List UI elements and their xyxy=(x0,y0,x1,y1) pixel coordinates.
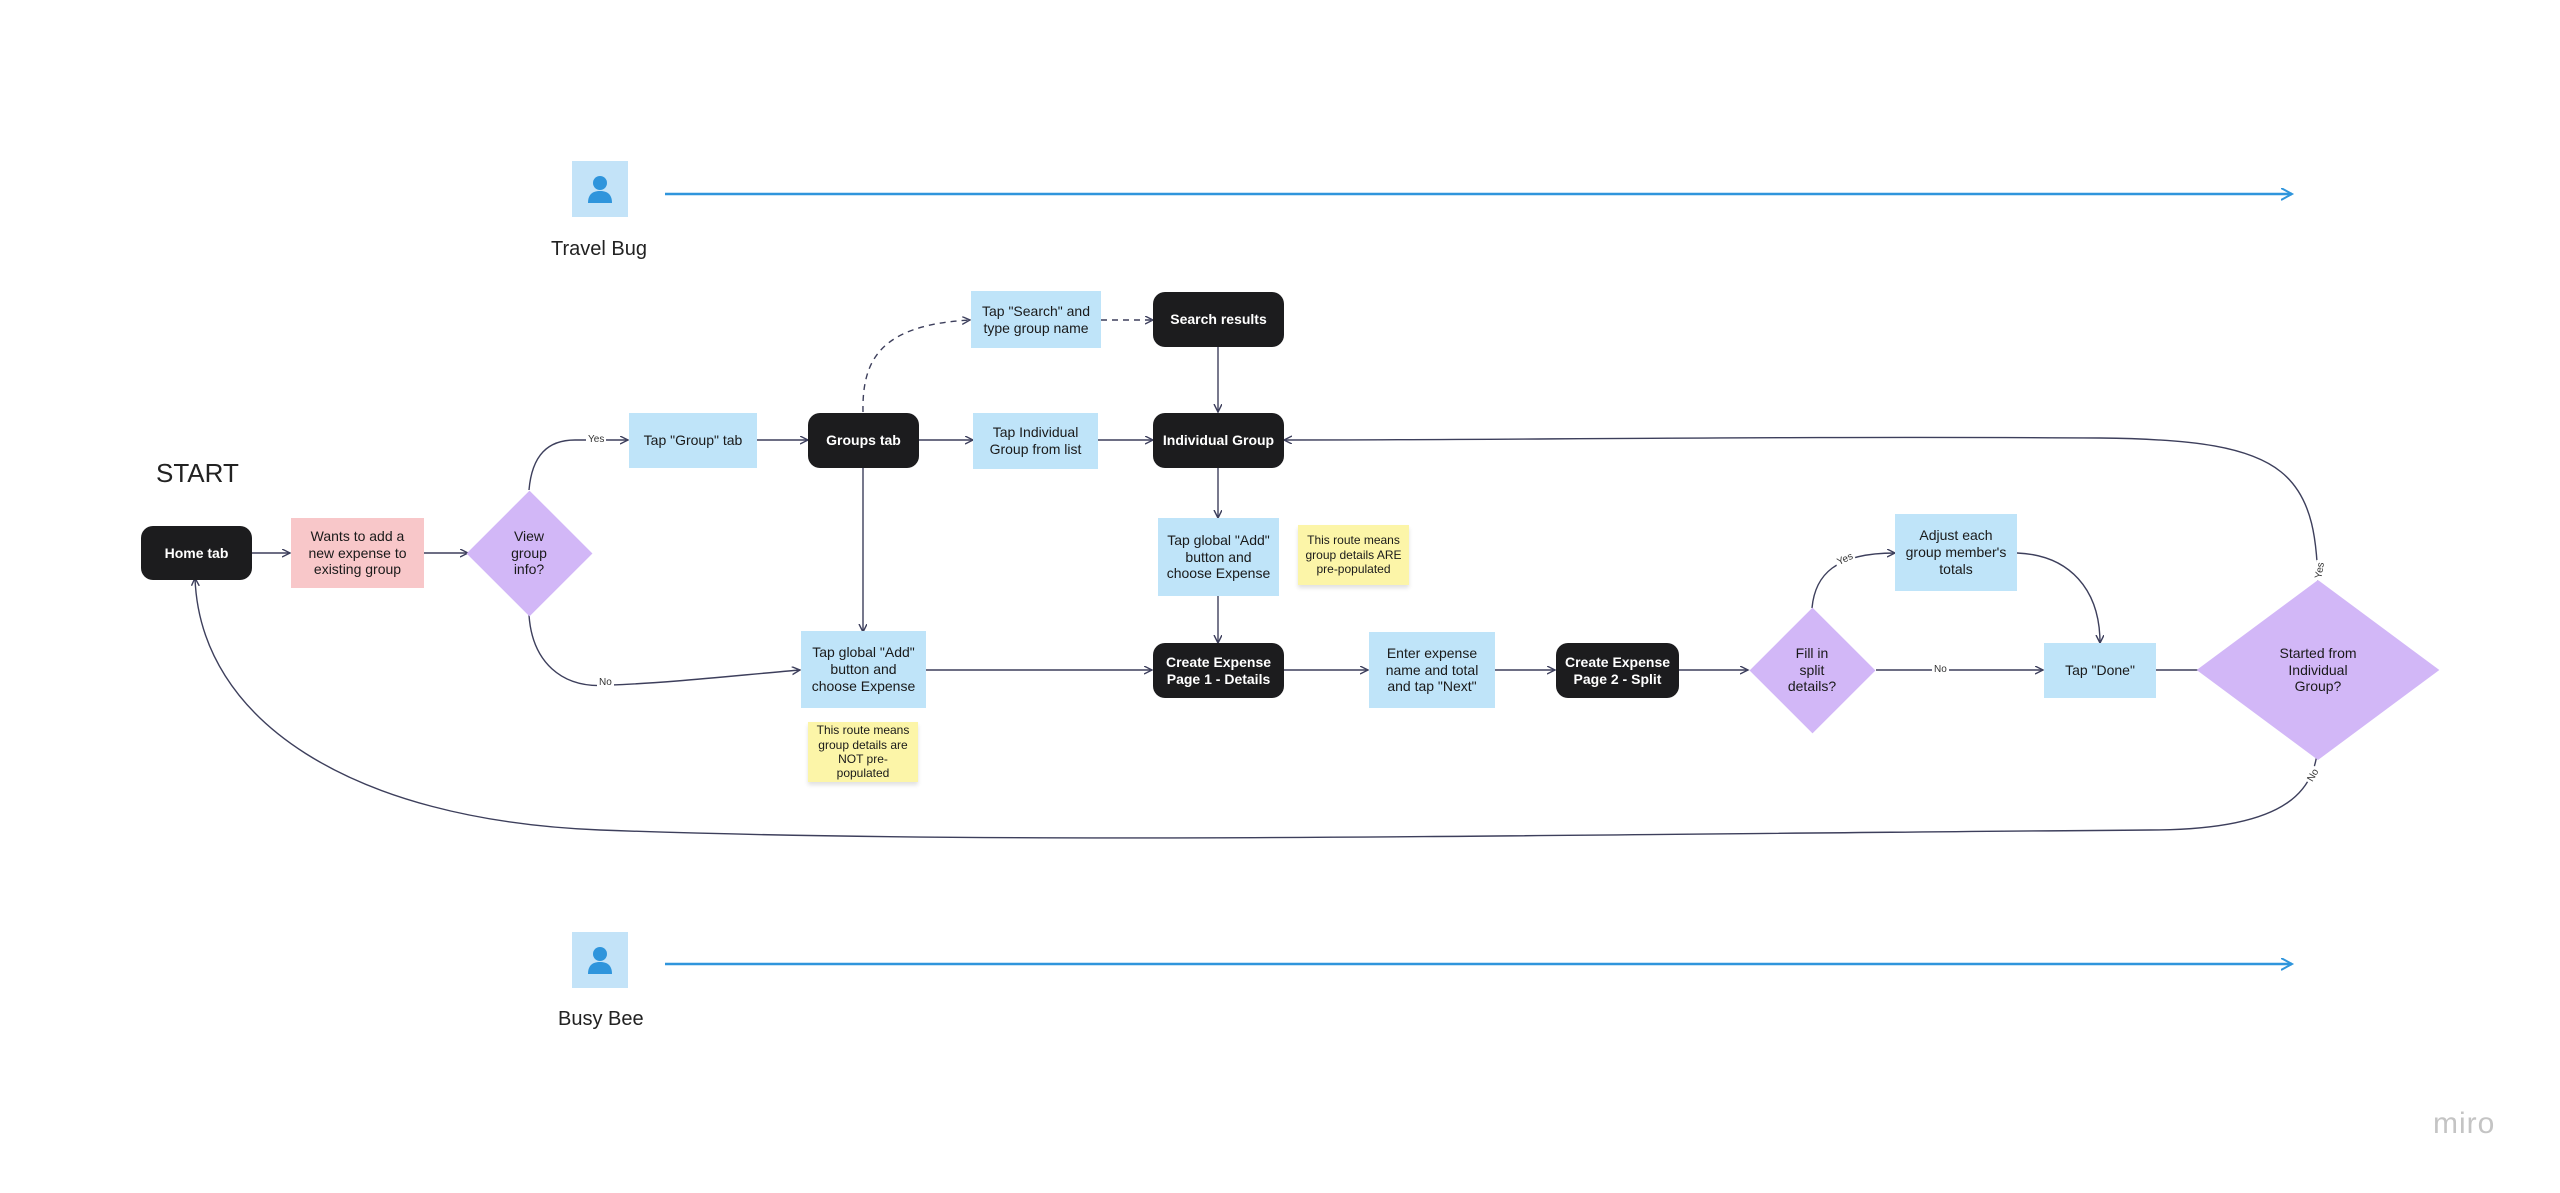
edge-fill-yes xyxy=(1811,553,1895,609)
node-wants-to-add[interactable]: Wants to add a new expense to existing g… xyxy=(291,518,424,588)
user-icon xyxy=(588,947,612,974)
sticky-note-not-prepopulated[interactable]: This route means group details are NOT p… xyxy=(808,722,918,782)
persona-avatar-travel-bug[interactable] xyxy=(572,161,628,217)
node-tap-search[interactable]: Tap "Search" and type group name xyxy=(971,291,1101,348)
node-adjust-totals[interactable]: Adjust each group member's totals xyxy=(1895,514,2017,591)
node-home-tab[interactable]: Home tab xyxy=(141,526,252,580)
start-label: START xyxy=(156,458,239,488)
edge-label-view-yes: Yes xyxy=(586,434,607,445)
node-tap-individual-group[interactable]: Tap Individual Group from list xyxy=(973,413,1098,469)
node-search-results[interactable]: Search results xyxy=(1153,292,1284,347)
edge-started-no xyxy=(195,578,2319,839)
edge-label-fill-no: No xyxy=(1932,664,1949,675)
node-tap-done[interactable]: Tap "Done" xyxy=(2044,643,2156,698)
edge-view-yes xyxy=(528,440,628,491)
persona-name-travel-bug: Travel Bug xyxy=(551,238,647,260)
edge-view-no xyxy=(528,614,800,687)
node-create-page1[interactable]: Create Expense Page 1 - Details xyxy=(1153,643,1284,698)
node-tap-group-tab[interactable]: Tap "Group" tab xyxy=(629,413,757,468)
node-create-page2[interactable]: Create Expense Page 2 - Split xyxy=(1556,643,1679,698)
node-tap-add-top[interactable]: Tap global "Add" button and choose Expen… xyxy=(1158,518,1279,596)
persona-avatar-busy-bee[interactable] xyxy=(572,932,628,988)
node-enter-expense[interactable]: Enter expense name and total and tap "Ne… xyxy=(1369,632,1495,708)
edge-adjust-to-done xyxy=(2016,552,2100,643)
user-icon xyxy=(588,176,612,203)
decision-started-from-individual[interactable]: Started from Individual Group? xyxy=(2196,580,2440,760)
edge-started-yes xyxy=(1284,437,2319,608)
persona-name-busy-bee: Busy Bee xyxy=(558,1008,644,1030)
decision-fill-split[interactable]: Fill in split details? xyxy=(1749,607,1875,733)
edge-groups-to-search xyxy=(862,320,970,413)
miro-logo: miro xyxy=(2433,1107,2496,1140)
decision-view-group-info[interactable]: View group info? xyxy=(466,490,592,616)
node-individual-group[interactable]: Individual Group xyxy=(1153,413,1284,468)
node-groups-tab[interactable]: Groups tab xyxy=(808,413,919,468)
decision-label: Fill in split details? xyxy=(1787,644,1837,695)
edge-label-view-no: No xyxy=(597,677,614,688)
node-tap-add-bottom[interactable]: Tap global "Add" button and choose Expen… xyxy=(801,631,926,708)
decision-label: Started from Individual Group? xyxy=(2279,644,2357,695)
decision-label: View group info? xyxy=(511,527,547,578)
sticky-note-prepopulated[interactable]: This route means group details ARE pre-p… xyxy=(1298,525,1409,585)
